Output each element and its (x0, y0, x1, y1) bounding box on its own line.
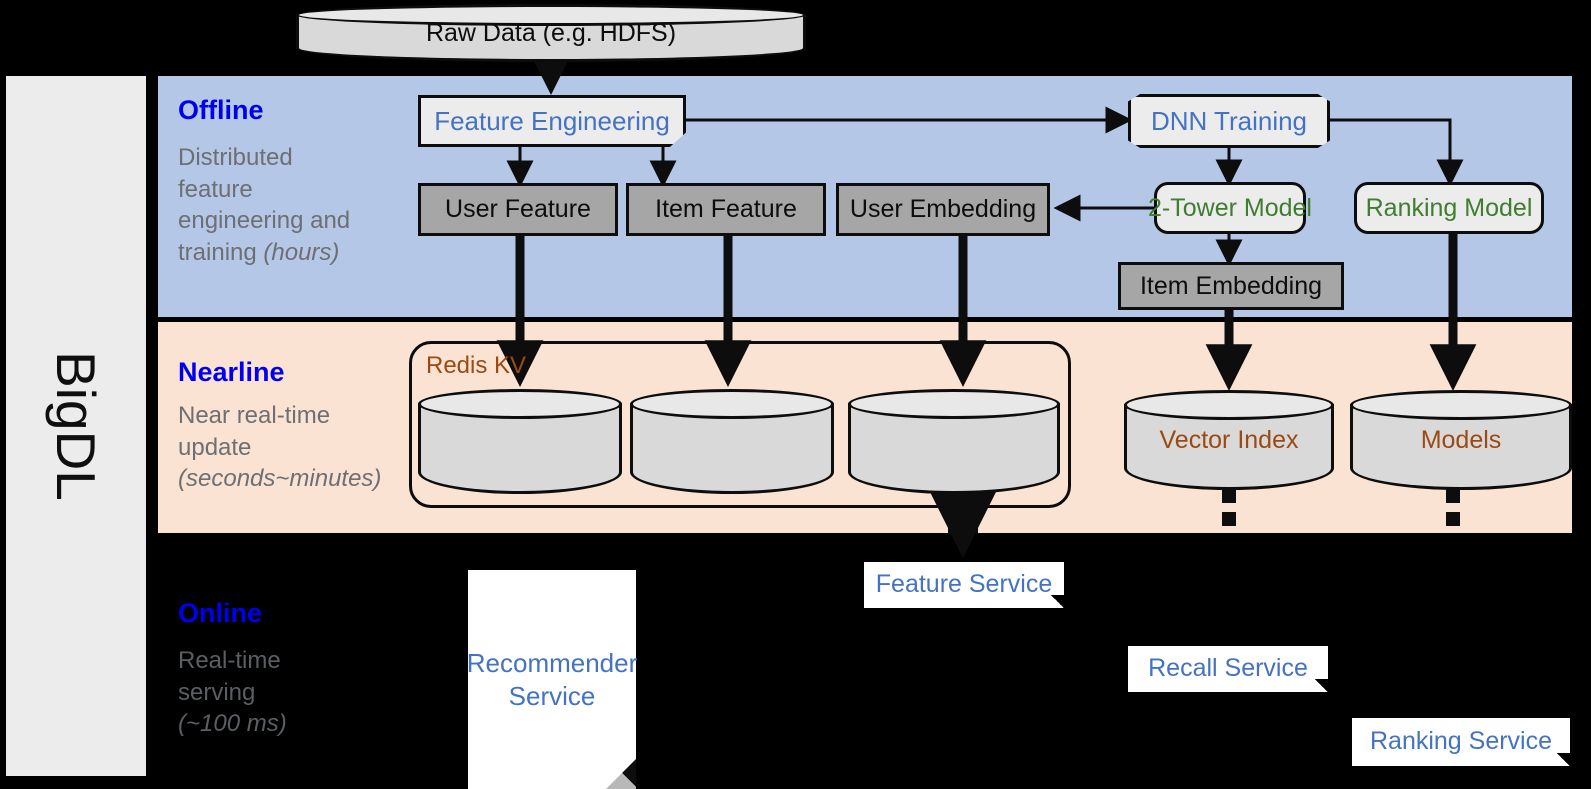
page-fold-icon (1051, 595, 1064, 608)
item-embedding-label: Item Embedding (1139, 271, 1323, 300)
cylinder-top (1124, 390, 1334, 420)
feature-engineering-node[interactable]: Feature Engineering (418, 95, 686, 147)
cylinder-top (418, 389, 622, 419)
offline-title: Offline (178, 95, 264, 125)
nearline-title: Nearline (178, 357, 285, 387)
feature-engineering-label: Feature Engineering (434, 105, 670, 136)
page-fold-icon (1557, 753, 1570, 766)
bigdl-label: BigDL (45, 351, 107, 501)
user-feature-node[interactable]: User Feature (418, 183, 618, 236)
page-fold-icon (1315, 679, 1328, 692)
feature-service-label: Feature Service (875, 570, 1053, 599)
recommender-service-node[interactable]: Recommender Service (466, 570, 638, 789)
item-feature-node[interactable]: Item Feature (626, 183, 826, 236)
redis-cylinder-3[interactable] (848, 389, 1060, 494)
nearline-desc-line2: update (178, 433, 252, 461)
cylinder-top (296, 4, 806, 26)
recall-service-label: Recall Service (1148, 654, 1308, 683)
redis-cylinder-2[interactable] (630, 389, 834, 494)
online-title: Online (178, 598, 263, 628)
offline-desc-line1: Distributed (178, 144, 293, 171)
item-embedding-node[interactable]: Item Embedding (1118, 262, 1344, 310)
recall-service-node[interactable]: Recall Service (1128, 646, 1328, 692)
feature-service-node[interactable]: Feature Service (864, 562, 1064, 608)
nearline-desc-line1: Near real-time (178, 402, 331, 429)
recommender-service-label-line1: Recommender (466, 648, 638, 678)
user-embedding-node[interactable]: User Embedding (836, 183, 1050, 236)
ranking-service-node[interactable]: Ranking Service (1352, 718, 1570, 766)
models-label: Models (1420, 425, 1502, 454)
user-feature-label: User Feature (445, 195, 591, 223)
raw-data-cylinder[interactable]: Raw Data (e.g. HDFS) (296, 4, 806, 62)
redis-kv-label: Redis KV (426, 352, 527, 379)
cylinder-body (1124, 404, 1334, 490)
offline-desc-emphasis: (hours) (263, 239, 340, 267)
nearline-description: Near real-time update (seconds~minutes) (178, 400, 428, 495)
vector-index-cylinder[interactable]: Vector Index (1124, 390, 1334, 490)
redis-kv-container (409, 341, 1071, 508)
online-desc-emphasis: (~100 ms) (178, 710, 287, 738)
redis-cylinder-1[interactable] (418, 389, 622, 494)
dnn-training-node[interactable]: DNN Training (1128, 94, 1330, 148)
page-fold-icon (606, 759, 636, 789)
nearline-desc-emphasis: (seconds~minutes) (178, 465, 382, 493)
ranking-model-label: Ranking Model (1365, 193, 1533, 222)
cylinder-top (1350, 390, 1572, 420)
item-feature-label: Item Feature (655, 195, 797, 223)
models-cylinder[interactable]: Models (1350, 390, 1572, 490)
raw-data-label: Raw Data (e.g. HDFS) (425, 18, 677, 47)
offline-description: Distributed feature engineering and trai… (178, 142, 408, 269)
two-tower-model-label: 2-Tower Model (1148, 193, 1312, 222)
ranking-service-label: Ranking Service (1369, 727, 1553, 756)
two-tower-model-node[interactable]: 2-Tower Model (1148, 182, 1312, 234)
online-desc-line2: serving (178, 678, 256, 706)
online-desc-line1: Real-time (178, 647, 281, 674)
user-embedding-label: User Embedding (849, 195, 1037, 223)
offline-desc-line4: training (178, 239, 264, 267)
offline-desc-line2: feature (178, 175, 253, 203)
recommender-service-label-line2: Service (508, 680, 596, 711)
cylinder-top (630, 389, 834, 419)
cylinder-top (848, 389, 1060, 419)
bigdl-sidebar: BigDL (6, 76, 146, 776)
online-description: Real-time serving (~100 ms) (178, 645, 408, 740)
ranking-model-node[interactable]: Ranking Model (1354, 182, 1544, 234)
dnn-training-label: DNN Training (1150, 105, 1308, 136)
vector-index-label: Vector Index (1159, 425, 1299, 454)
offline-desc-line3: engineering and (178, 207, 351, 235)
